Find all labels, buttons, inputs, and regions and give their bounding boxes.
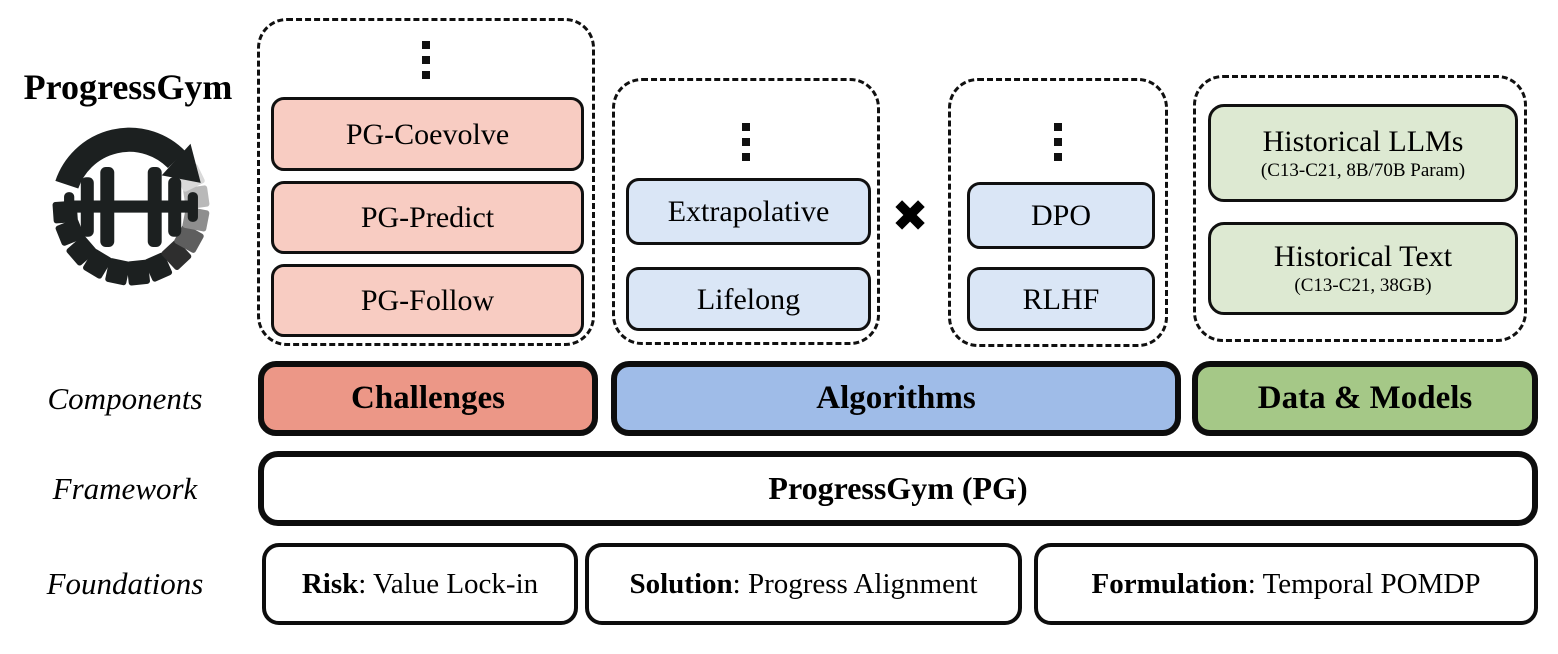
foundation-solution: Solution: Progress Alignment — [585, 543, 1022, 625]
data-models-group: Historical LLMs (C13-C21, 8B/70B Param) … — [1193, 75, 1527, 342]
foundation-text: : Temporal POMDP — [1247, 567, 1481, 600]
progressgym-logo-icon — [38, 110, 224, 309]
algorithm-paradigm-item: Lifelong — [626, 267, 871, 331]
data-model-subtitle: (C13-C21, 8B/70B Param) — [1260, 159, 1466, 181]
method-label: RLHF — [1022, 282, 1100, 316]
challenge-label: PG-Follow — [360, 284, 495, 317]
data-model-title: Historical LLMs — [1262, 124, 1464, 158]
algorithms-bar: Algorithms — [611, 361, 1181, 436]
foundation-keyword: Risk — [301, 567, 359, 600]
foundations-row-label: Foundations — [46, 566, 204, 601]
algorithm-method-item: RLHF — [967, 267, 1155, 331]
components-row-label: Components — [47, 380, 203, 416]
challenge-item: PG-Predict — [271, 181, 584, 254]
foundation-keyword: Formulation — [1091, 567, 1248, 600]
foundation-risk: Risk: Value Lock-in — [262, 543, 578, 625]
data-model-item: Historical LLMs (C13-C21, 8B/70B Param) — [1208, 104, 1518, 202]
challenge-label: PG-Coevolve — [345, 117, 510, 151]
challenges-bar: Challenges — [258, 361, 598, 436]
challenge-label: PG-Predict — [360, 201, 495, 234]
data-model-subtitle: (C13-C21, 38GB) — [1294, 275, 1432, 297]
foundation-keyword: Solution — [629, 567, 733, 600]
brand-title: ProgressGym — [23, 67, 233, 107]
algorithm-method-item: DPO — [967, 182, 1155, 249]
method-label: DPO — [1030, 199, 1091, 232]
data-model-item: Historical Text (C13-C21, 38GB) — [1208, 222, 1518, 315]
data-models-bar-label: Data & Models — [1257, 380, 1473, 416]
vertical-ellipsis-icon — [1054, 123, 1062, 161]
vertical-ellipsis-icon — [742, 123, 750, 161]
paradigm-label: Extrapolative — [667, 195, 830, 228]
algorithm-paradigm-item: Extrapolative — [626, 178, 871, 245]
data-model-title: Historical Text — [1273, 240, 1453, 274]
framework-bar: ProgressGym (PG) — [258, 451, 1538, 526]
challenges-bar-label: Challenges — [350, 380, 505, 416]
challenge-item: PG-Coevolve — [271, 97, 584, 171]
framework-bar-label: ProgressGym (PG) — [768, 470, 1028, 506]
foundation-text: : Progress Alignment — [732, 567, 978, 600]
algorithm-methods-group: DPO RLHF — [948, 78, 1168, 347]
vertical-ellipsis-icon — [422, 41, 430, 79]
paradigm-label: Lifelong — [696, 282, 801, 316]
challenge-item: PG-Follow — [271, 264, 584, 337]
framework-row-label: Framework — [52, 470, 198, 506]
cross-product-icon: ✖ — [891, 190, 929, 242]
data-models-bar: Data & Models — [1192, 361, 1538, 436]
algorithms-bar-label: Algorithms — [816, 380, 976, 416]
foundation-text: : Value Lock-in — [358, 567, 539, 600]
foundation-formulation: Formulation: Temporal POMDP — [1034, 543, 1538, 625]
challenges-group: PG-Coevolve PG-Predict PG-Follow — [257, 18, 595, 346]
algorithm-paradigms-group: Extrapolative Lifelong — [612, 78, 880, 345]
